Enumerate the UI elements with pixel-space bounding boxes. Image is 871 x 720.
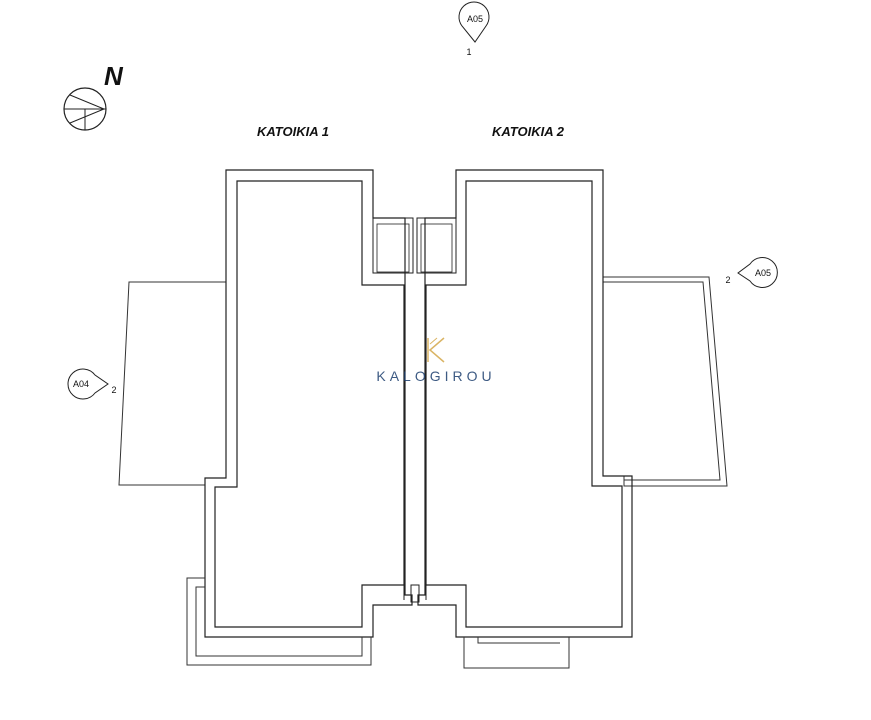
section-ref-left: A04 <box>73 379 89 389</box>
section-marker-right: A05 2 <box>725 257 778 288</box>
unit-label-1: KATOIKIA 1 <box>257 124 329 139</box>
section-number-right: 2 <box>725 275 730 285</box>
section-number-left: 2 <box>111 385 116 395</box>
section-marker-left: A04 2 <box>67 368 117 400</box>
terrace-right <box>602 276 728 487</box>
compass-icon <box>63 87 107 131</box>
shafts <box>372 217 457 274</box>
unit-1-walls <box>204 169 413 638</box>
watermark-text: KALOGIROU <box>376 368 495 384</box>
section-ref-top: A05 <box>467 14 483 24</box>
north-arrow: N <box>63 61 124 131</box>
section-ref-right: A05 <box>755 268 771 278</box>
k-logo-icon <box>427 337 445 363</box>
planter-left <box>186 577 372 666</box>
section-marker-top: A05 1 <box>458 1 490 57</box>
terrace-left <box>118 281 227 486</box>
party-wall <box>403 285 427 603</box>
planter-right <box>463 637 570 669</box>
unit-label-2: KATOIKIA 2 <box>492 124 565 139</box>
north-letter: N <box>104 61 124 91</box>
kalogirou-logo: KALOGIROU <box>376 337 495 384</box>
unit-2-walls <box>417 169 633 638</box>
section-number-top: 1 <box>466 47 471 57</box>
